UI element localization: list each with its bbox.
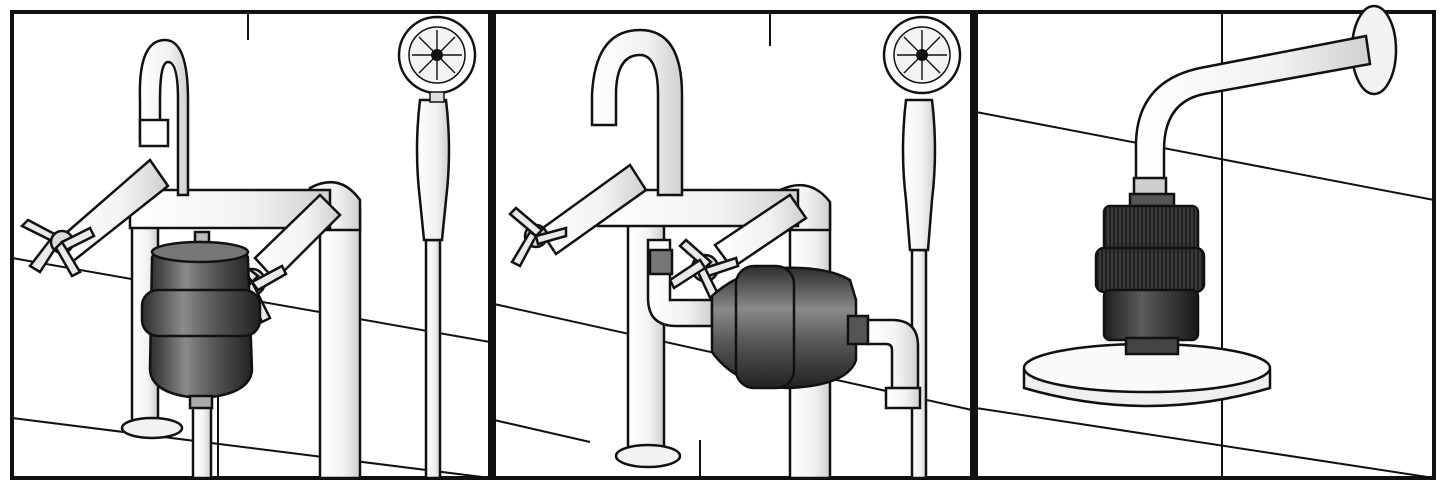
tap-handle-left [19,218,96,278]
tap-handle-right [668,238,740,308]
tap-handle-left [508,206,568,268]
hand-shower-icon [397,15,477,480]
shower-arm-icon [1132,4,1398,198]
shower-head-icon [1022,342,1272,408]
faucet-icon [508,28,832,480]
ribbed-shower-filter [1094,192,1206,356]
panel-2 [492,10,974,480]
cylindrical-filter-cartridge [140,230,262,410]
hand-shower-icon [882,15,962,480]
horizontal-filter-cartridge [710,264,922,410]
panel-1 [10,10,492,480]
panel-3 [974,4,1436,480]
